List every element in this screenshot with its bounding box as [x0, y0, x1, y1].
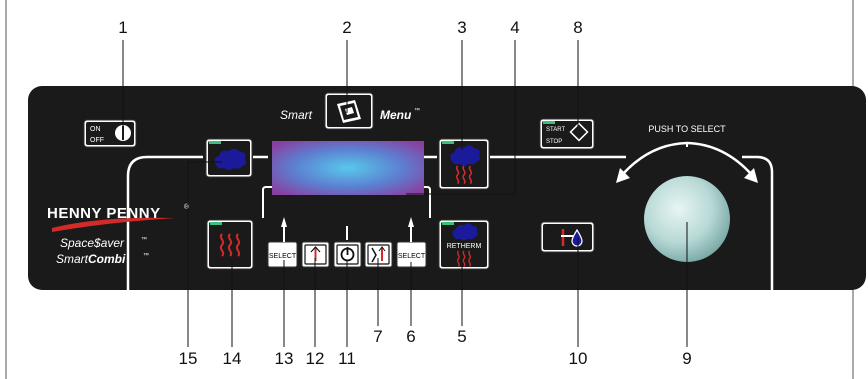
svg-text:ON: ON	[90, 126, 101, 133]
callout-11: 11	[338, 349, 356, 368]
leader-lines	[122, 40, 688, 347]
svg-text:™: ™	[141, 236, 147, 243]
status-led	[442, 141, 454, 144]
callout-2: 2	[342, 18, 351, 37]
model-line-2: SmartCombi	[56, 252, 126, 266]
select-knob[interactable]	[644, 176, 730, 262]
start-stop-icon	[569, 122, 589, 142]
callout-14: 14	[223, 349, 242, 368]
temp-probe-button[interactable]	[301, 241, 330, 268]
svg-text:SELECT: SELECT	[269, 253, 297, 260]
smart-menu-label-bold: Menu	[380, 108, 412, 122]
lcd-display	[272, 141, 424, 195]
knob-rotation-arrows	[616, 141, 758, 183]
probe-thermometer-icon	[371, 246, 386, 263]
timer-button[interactable]	[333, 241, 362, 268]
menu-book-icon	[337, 100, 361, 123]
smart-menu-label-prefix: Smart	[280, 108, 313, 122]
smart-menu-button[interactable]	[324, 92, 374, 130]
status-led	[209, 141, 221, 144]
push-to-select-label: PUSH TO SELECT	[648, 124, 726, 134]
svg-text:®: ®	[184, 203, 190, 211]
callout-6: 6	[406, 327, 415, 346]
callout-15: 15	[179, 349, 198, 368]
callout-10: 10	[569, 349, 588, 368]
callout-7: 7	[373, 327, 382, 346]
convection-mode-button[interactable]	[206, 219, 254, 270]
callout-4: 4	[510, 18, 519, 37]
callout-13: 13	[275, 349, 294, 368]
status-led	[210, 222, 222, 225]
svg-text:START: START	[546, 127, 565, 133]
callout-8: 8	[573, 18, 582, 37]
callout-5: 5	[457, 327, 466, 346]
combi-mode-button[interactable]	[438, 138, 490, 190]
svg-text:RETHERM: RETHERM	[447, 243, 482, 250]
humidity-icon	[561, 228, 583, 247]
svg-text:™: ™	[414, 107, 420, 114]
on-off-switch[interactable]: ON OFF	[83, 119, 137, 148]
trim-left	[126, 155, 203, 290]
humidity-button[interactable]	[540, 221, 595, 253]
svg-text:™: ™	[143, 252, 149, 259]
status-led	[543, 121, 555, 124]
svg-text:OFF: OFF	[90, 137, 104, 144]
start-stop-button[interactable]: START STOP	[539, 118, 595, 150]
steam-mode-button[interactable]	[205, 138, 253, 178]
trim-right	[490, 155, 774, 290]
select-left-button[interactable]: SELECT	[267, 217, 298, 268]
model-line-1: Space$aver	[60, 236, 125, 250]
svg-text:STOP: STOP	[546, 139, 562, 145]
callout-9: 9	[682, 349, 691, 368]
status-led	[442, 222, 454, 225]
select-right-button[interactable]: SELECT	[396, 217, 427, 268]
brand-swoosh	[52, 217, 175, 232]
callout-3: 3	[457, 18, 466, 37]
callout-1: 1	[118, 18, 127, 37]
callout-12: 12	[306, 349, 325, 368]
retherm-button[interactable]: RETHERM	[438, 219, 490, 270]
brand-logo-text: HENNY PENNY	[47, 205, 161, 222]
svg-text:SELECT: SELECT	[398, 253, 426, 260]
